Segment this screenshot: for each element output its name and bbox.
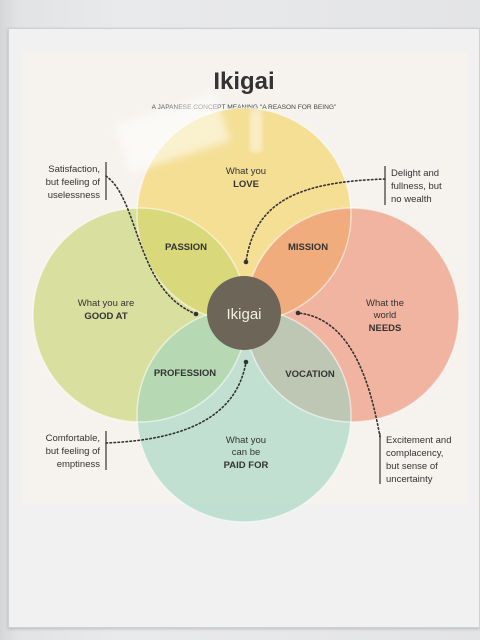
overlap-vocation: VOCATION (285, 369, 335, 380)
note-top-left-3: uselessness (48, 190, 101, 201)
note-top-right-2: fullness, but (391, 181, 442, 192)
note-top-right-3: no wealth (391, 194, 432, 205)
love-line2: LOVE (233, 179, 259, 190)
note-bottom-right-4: uncertainty (386, 474, 433, 485)
note-bottom-right-2: complacency, (386, 448, 443, 459)
good-at-line2: GOOD AT (84, 311, 127, 322)
overlap-mission: MISSION (288, 242, 328, 253)
note-top-left-1: Satisfaction, (48, 164, 100, 175)
note-top-left-2: but feeling of (46, 177, 101, 188)
connector-top-right (245, 178, 386, 263)
paid-for-line1: What you (226, 435, 266, 446)
connector-dot (295, 310, 301, 316)
note-bottom-left-2: but feeling of (46, 446, 101, 457)
center-label: Ikigai (226, 306, 261, 323)
note-bottom-right-1: Excitement and (386, 435, 451, 446)
connector-dot (243, 259, 249, 265)
needs-line3: NEEDS (369, 323, 402, 334)
good-at-line1: What you are (78, 298, 135, 309)
note-bottom-left-1: Comfortable, (46, 433, 100, 444)
needs-line1: What the (366, 298, 404, 309)
note-bottom-left-3: emptiness (57, 459, 101, 470)
connector-bottom-right (297, 312, 381, 438)
note-top-right-1: Delight and (391, 168, 439, 179)
love-line1: What you (226, 166, 266, 177)
center-badge (207, 276, 281, 350)
connector-bottom-left (105, 361, 247, 444)
note-bottom-right-3: but sense of (386, 461, 438, 472)
connector-dot (243, 359, 249, 365)
overlap-profession: PROFESSION (154, 368, 216, 379)
overlap-passion: PASSION (165, 242, 207, 253)
connector-top-left (105, 175, 197, 315)
paid-for-line2: can be (232, 447, 261, 458)
paid-for-line3: PAID FOR (224, 460, 269, 471)
poster-title: Ikigai (213, 68, 274, 95)
circle-paid-for (137, 308, 351, 522)
connector-dot (193, 311, 199, 317)
needs-line2: world (373, 310, 397, 321)
glass-glare (250, 110, 262, 152)
